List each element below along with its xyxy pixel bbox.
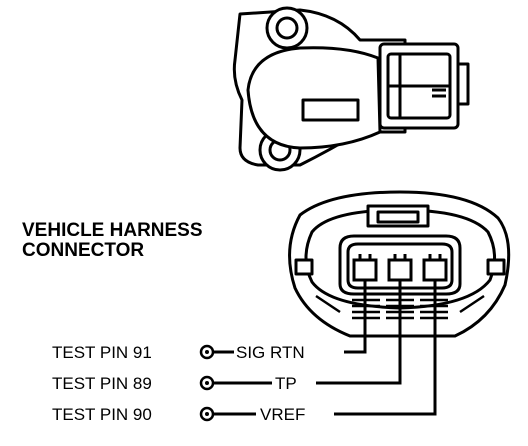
test-pin-label: TEST PIN 89 [52,374,152,393]
signal-label: TP [275,374,297,393]
wiring [316,280,437,416]
diagram-title-line1: VEHICLE HARNESS [22,220,203,241]
throttle-position-sensor [232,6,470,172]
test-pin-label: TEST PIN 91 [52,343,152,362]
pin-row-3: TEST PIN 90 VREF [52,405,305,424]
test-pin-label: TEST PIN 90 [52,405,152,424]
connector-terminals [352,254,448,282]
terminal-tp [387,258,413,282]
wire-tp [316,280,402,385]
signal-label: SIG RTN [236,343,305,362]
signal-label: VREF [260,405,305,424]
terminal-vref [422,258,448,282]
terminal-sig-rtn [352,258,378,282]
diagram-title-line2: CONNECTOR [22,240,144,261]
pin-row-1: TEST PIN 91 SIG RTN [52,343,305,362]
wire-sig-rtn [344,280,367,354]
pin-row-2: TEST PIN 89 TP [52,374,297,393]
wire-vref [334,280,437,416]
